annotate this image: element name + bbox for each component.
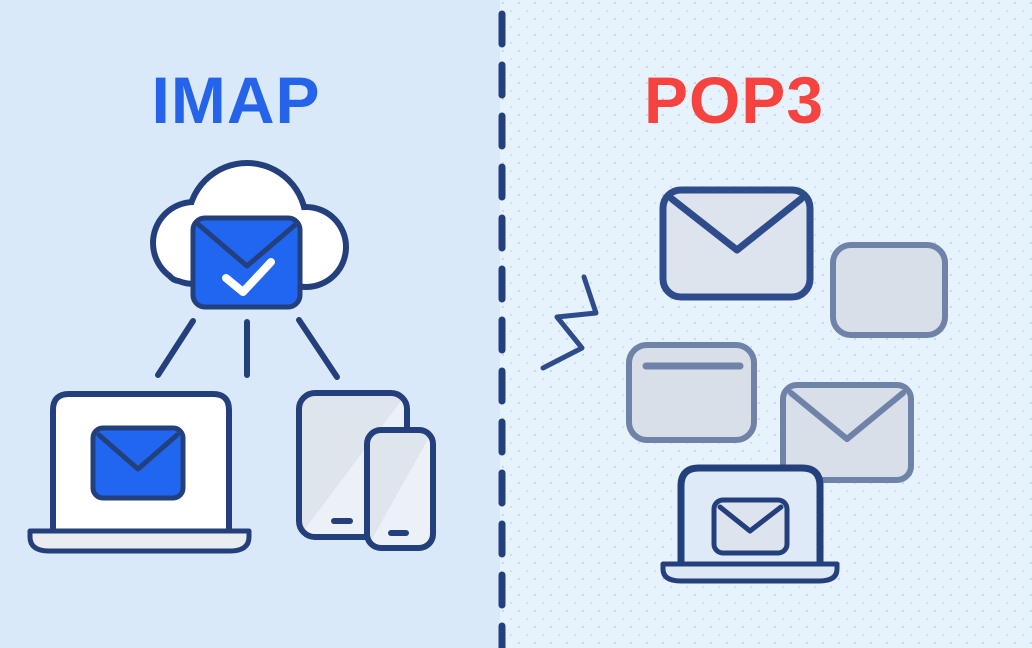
pop3-title: POP3 [643, 63, 825, 137]
rounded-card-icon [830, 242, 948, 338]
imap-title: IMAP [151, 63, 321, 137]
envelope-icon-top [659, 186, 814, 301]
synced-envelope-check-icon [190, 215, 303, 310]
laptop-envelope-icon [27, 391, 252, 554]
phone-icon [364, 427, 436, 551]
sync-lines [155, 317, 340, 380]
window-card-icon [626, 342, 757, 443]
laptop-envelope-icon-right [660, 464, 840, 584]
zigzag-download-icon [540, 274, 599, 371]
envelope-icon-middle [780, 382, 914, 483]
